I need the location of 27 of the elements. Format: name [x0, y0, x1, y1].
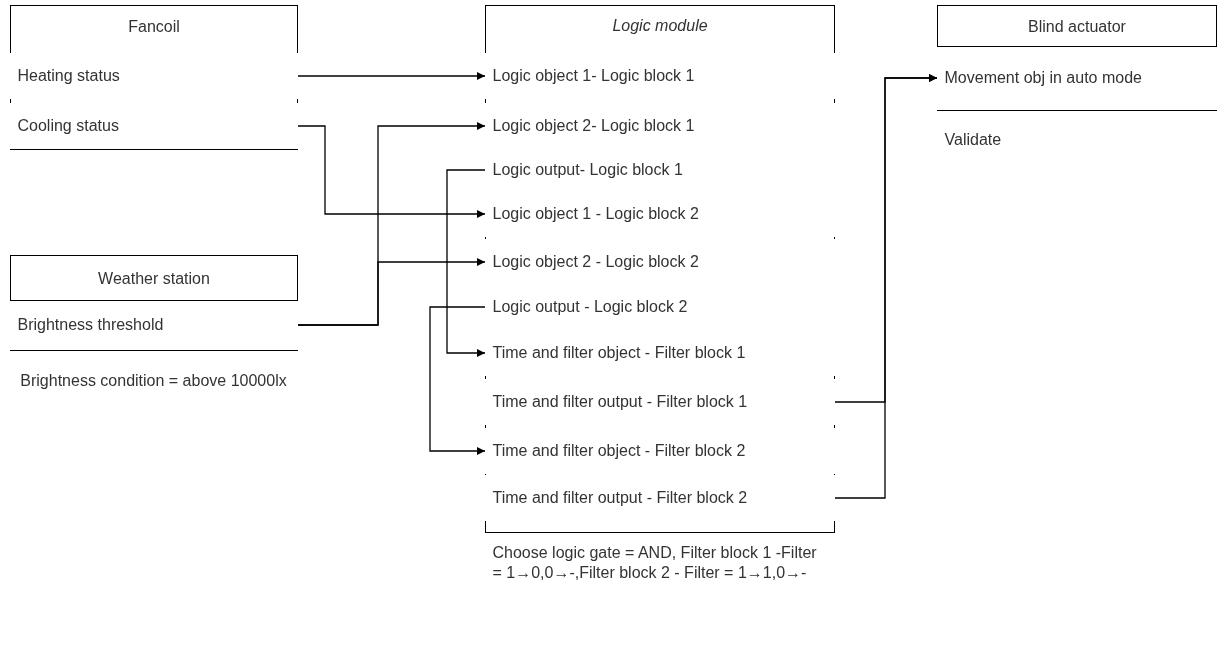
attribute-row: Brightness condition = above 10000lx [9, 349, 298, 412]
attribute-row: Time and filter output - Filter block 1 [484, 378, 835, 425]
connector-arrow [834, 74, 938, 499]
connector-arrow [297, 72, 486, 80]
attribute-row: Validate [936, 109, 1217, 170]
attribute-row: Cooling status [9, 102, 298, 149]
attribute-row: Brightness threshold [9, 299, 298, 350]
component-title: Logic module [611, 16, 709, 36]
note-text: Choose logic gate = AND, Filter block 1 -Filter = 1→0,0→-,Filter block 2 - Filter = 1→1,0→- [484, 531, 835, 655]
attribute-row: Time and filter object - Filter block 1 [484, 329, 835, 376]
connector-arrow [297, 125, 486, 218]
attribute-row: Logic object 1- Logic block 1 [484, 52, 835, 99]
attribute-row: Logic output - Logic block 2 [484, 283, 835, 330]
component-title: Blind actuator [1027, 16, 1127, 37]
attribute-row: Logic object 2- Logic block 1 [484, 102, 835, 149]
connector-arrow [429, 306, 486, 455]
connector-arrow [297, 258, 486, 326]
component-title: Weather station [97, 268, 211, 289]
attribute-row: Time and filter object - Filter block 2 [484, 427, 835, 474]
attribute-row: Heating status [9, 52, 298, 99]
attribute-row: Time and filter output - Filter block 2 [484, 474, 835, 521]
connector-arrow [446, 169, 486, 357]
attribute-row: Logic object 1 - Logic block 2 [484, 190, 835, 237]
attribute-row: Logic object 2 - Logic block 2 [484, 238, 835, 285]
attribute-row: Movement obj in auto mode [936, 45, 1217, 110]
attribute-row: Logic output- Logic block 1 [484, 146, 835, 193]
component-title: Fancoil [127, 16, 181, 37]
